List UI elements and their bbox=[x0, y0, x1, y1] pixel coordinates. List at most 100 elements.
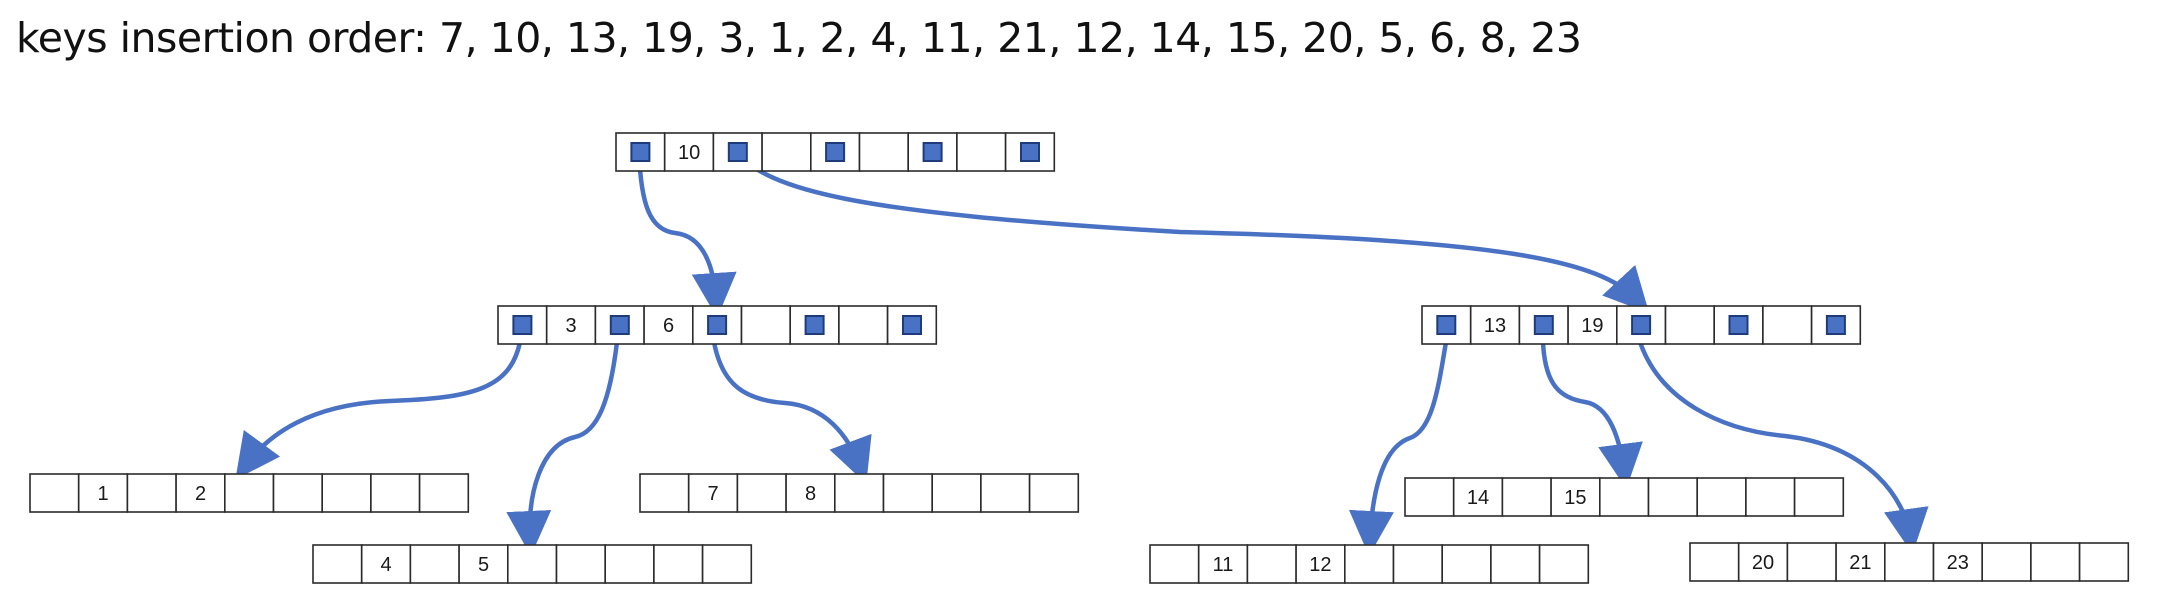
node-cell bbox=[1149, 544, 1200, 584]
node-cell bbox=[312, 544, 363, 584]
node-key: 2 bbox=[195, 483, 206, 505]
node-cell bbox=[1441, 544, 1492, 584]
btree-node-l20-23: 20 21 23 bbox=[1689, 542, 2130, 582]
node-cell bbox=[858, 132, 910, 172]
edge-n3-6-0-to-l1-2 bbox=[235, 339, 523, 480]
node-key: 1 bbox=[98, 483, 109, 505]
node-cell bbox=[418, 473, 470, 513]
edge-root-2-to-n13-19 bbox=[733, 149, 1650, 314]
node-cell bbox=[360, 544, 412, 584]
node-cell bbox=[1793, 477, 1845, 517]
node-cell bbox=[1737, 542, 1789, 582]
node-cell bbox=[1664, 305, 1716, 345]
node-cell bbox=[761, 132, 812, 172]
node-cell bbox=[321, 473, 372, 513]
node-cell bbox=[497, 305, 548, 345]
pointer-square-icon bbox=[1825, 315, 1846, 335]
node-key: 23 bbox=[1947, 552, 1969, 574]
pointer-square-icon bbox=[1728, 315, 1749, 335]
node-cell bbox=[882, 473, 934, 513]
pointer-square-icon bbox=[707, 315, 728, 335]
pointer-square-icon bbox=[922, 142, 943, 162]
edge-root-0-to-n3-6 bbox=[636, 149, 737, 318]
node-cell bbox=[506, 544, 558, 584]
node-key: 15 bbox=[1564, 487, 1586, 509]
node-key: 20 bbox=[1752, 552, 1774, 574]
edge-n3-6-4-to-l7-8 bbox=[711, 339, 872, 484]
node-cell bbox=[653, 544, 704, 584]
node-key: 5 bbox=[478, 554, 489, 576]
node-cell bbox=[980, 473, 1031, 513]
pointer-square-icon bbox=[609, 315, 630, 335]
node-key: 12 bbox=[1309, 554, 1331, 576]
node-cell bbox=[931, 473, 982, 513]
btree-node-root: 10 bbox=[615, 132, 1056, 172]
node-cell bbox=[1028, 473, 1080, 513]
node-key: 11 bbox=[1213, 554, 1234, 576]
pointer-square-icon bbox=[630, 142, 651, 162]
pointer-square-icon bbox=[727, 142, 748, 162]
edge-n3-6-2-to-l4-5 bbox=[506, 339, 620, 556]
pointer-square-icon bbox=[804, 315, 825, 335]
node-cell bbox=[663, 132, 715, 172]
node-cell bbox=[1501, 477, 1552, 517]
btree-node-l14-15: 14 15 bbox=[1404, 477, 1845, 517]
node-key: 3 bbox=[566, 315, 577, 337]
node-cell bbox=[956, 132, 1007, 172]
node-key: 7 bbox=[708, 483, 719, 505]
node-cell bbox=[1490, 544, 1541, 584]
node-cell bbox=[785, 473, 836, 513]
pointer-square-icon bbox=[1436, 315, 1457, 335]
node-cell bbox=[1689, 542, 1740, 582]
edge-n13-19-2-to-l14-15 bbox=[1540, 339, 1643, 489]
node-cell bbox=[1835, 542, 1886, 582]
pointer-square-icon bbox=[512, 315, 533, 335]
node-cell bbox=[29, 473, 80, 513]
edge-n13-19-0-to-l11-12 bbox=[1348, 339, 1449, 556]
node-cell bbox=[272, 473, 324, 513]
node-cell bbox=[1599, 477, 1650, 517]
node-cell bbox=[736, 473, 787, 513]
node-cell bbox=[555, 544, 607, 584]
node-cell bbox=[838, 305, 889, 345]
node-cell bbox=[691, 305, 743, 345]
node-cell bbox=[604, 544, 655, 584]
node-cell bbox=[175, 473, 226, 513]
node-cell bbox=[1550, 477, 1601, 517]
pointer-square-icon bbox=[1020, 142, 1040, 162]
node-cell bbox=[1404, 477, 1455, 517]
edges-layer bbox=[235, 149, 1929, 556]
node-cell bbox=[1981, 542, 2032, 582]
node-key: 21 bbox=[1849, 552, 1871, 574]
btree-node-l11-12: 11 12 bbox=[1149, 544, 1590, 584]
node-key: 4 bbox=[381, 554, 392, 576]
node-cell bbox=[2030, 542, 2081, 582]
pointer-square-icon bbox=[1631, 315, 1652, 335]
node-cell bbox=[1647, 477, 1699, 517]
node-cell bbox=[1696, 477, 1747, 517]
node-key: 19 bbox=[1581, 315, 1603, 337]
insertion-order-caption: keys insertion order: 7, 10, 13, 19, 3, … bbox=[16, 14, 1582, 62]
node-cell bbox=[1762, 305, 1813, 345]
node-cell bbox=[1469, 305, 1521, 345]
node-cell bbox=[370, 473, 421, 513]
node-cell bbox=[701, 544, 753, 584]
node-cell bbox=[1745, 477, 1796, 517]
pointer-square-icon bbox=[1533, 315, 1554, 335]
node-key: 6 bbox=[663, 315, 674, 337]
node-key: 13 bbox=[1484, 315, 1506, 337]
node-cell bbox=[126, 473, 177, 513]
node-cell bbox=[1246, 544, 1297, 584]
node-key: 8 bbox=[805, 483, 816, 505]
node-cell bbox=[1518, 305, 1569, 345]
node-cell bbox=[639, 473, 690, 513]
node-cell bbox=[1392, 544, 1444, 584]
pointer-square-icon bbox=[902, 315, 922, 335]
node-key: 14 bbox=[1467, 487, 1489, 509]
